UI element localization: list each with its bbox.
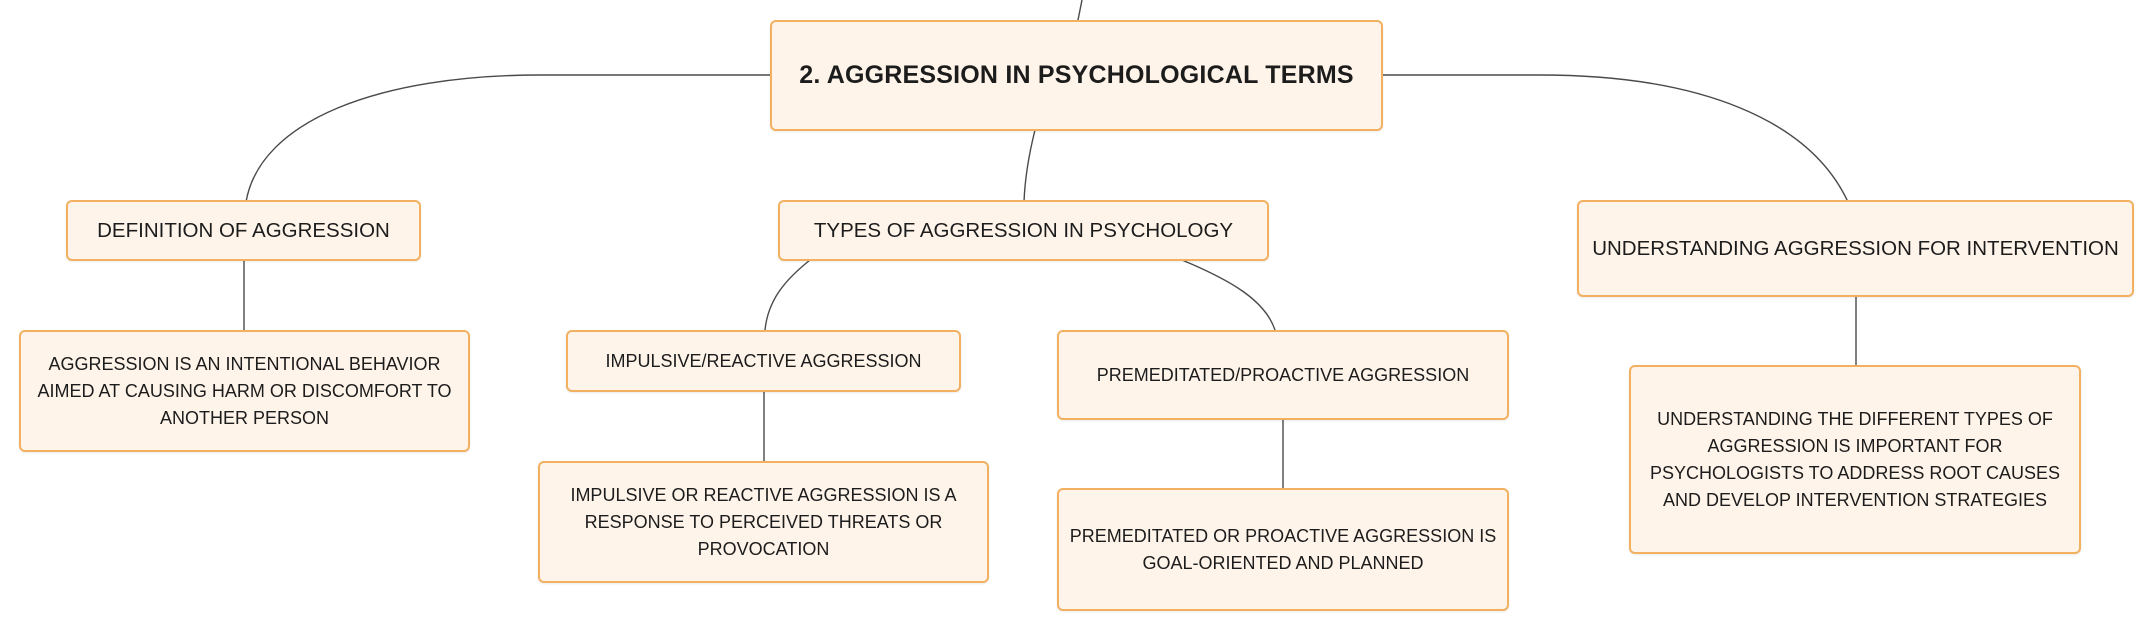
premeditated-detail-node[interactable]: PREMEDITATED OR PROACTIVE AGGRESSION IS …: [1057, 488, 1509, 611]
root-label: 2. AGGRESSION IN PSYCHOLOGICAL TERMS: [799, 61, 1354, 89]
understanding-label: UNDERSTANDING AGGRESSION FOR INTERVENTIO…: [1592, 236, 2119, 260]
definition-detail-text: AGGRESSION IS AN INTENTIONAL BEHAVIOR AI…: [37, 353, 452, 428]
premeditated-label: PREMEDITATED/PROACTIVE AGGRESSION: [1096, 364, 1470, 385]
connector-root-to-understanding: [1382, 74, 1849, 203]
premeditated-node[interactable]: PREMEDITATED/PROACTIVE AGGRESSION: [1057, 330, 1509, 420]
premeditated-detail-text: PREMEDITATED OR PROACTIVE AGGRESSION IS …: [1069, 525, 1497, 573]
impulsive-detail-text: IMPULSIVE OR REACTIVE AGGRESSION IS A RE…: [570, 484, 957, 559]
understanding-node[interactable]: UNDERSTANDING AGGRESSION FOR INTERVENTIO…: [1577, 200, 2134, 297]
definition-detail-node[interactable]: AGGRESSION IS AN INTENTIONAL BEHAVIOR AI…: [19, 330, 470, 452]
types-node[interactable]: TYPES OF AGGRESSION IN PSYCHOLOGY: [778, 200, 1269, 261]
understanding-detail-node[interactable]: UNDERSTANDING THE DIFFERENT TYPES OF AGG…: [1629, 365, 2081, 554]
impulsive-node[interactable]: IMPULSIVE/REACTIVE AGGRESSION: [566, 330, 961, 392]
connector-types-to-impulsive: [764, 259, 811, 331]
connector-root-to-definition: [245, 74, 770, 203]
connector-root-to-types: [1023, 129, 1036, 203]
impulsive-label: IMPULSIVE/REACTIVE AGGRESSION: [605, 350, 922, 371]
root-node[interactable]: 2. AGGRESSION IN PSYCHOLOGICAL TERMS: [770, 20, 1383, 131]
types-label: TYPES OF AGGRESSION IN PSYCHOLOGY: [813, 218, 1234, 242]
definition-label: DEFINITION OF AGGRESSION: [97, 218, 390, 242]
connector-types-to-premeditated: [1181, 259, 1276, 331]
connector-parent-to-root: [1077, 0, 1083, 21]
impulsive-detail-node[interactable]: IMPULSIVE OR REACTIVE AGGRESSION IS A RE…: [538, 461, 989, 583]
understanding-detail-text: UNDERSTANDING THE DIFFERENT TYPES OF AGG…: [1649, 408, 2061, 510]
definition-node[interactable]: DEFINITION OF AGGRESSION: [66, 200, 421, 261]
